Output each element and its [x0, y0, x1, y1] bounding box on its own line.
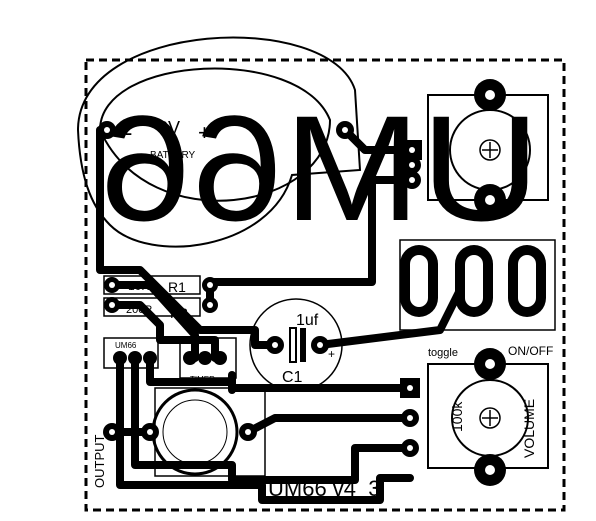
pad-holes	[104, 90, 495, 475]
r3-name: R3	[170, 305, 188, 321]
ic-footprints	[103, 337, 237, 379]
volume-label: VOLUME	[521, 399, 537, 458]
battery-label: BATTERY	[150, 150, 196, 161]
board-footer-label: UM66 v4_3	[268, 476, 381, 501]
volume-value: 100k	[449, 401, 465, 432]
toggle-label: toggle	[428, 347, 458, 359]
r1-value: 10K	[128, 279, 149, 293]
r2-name: R1	[168, 279, 186, 295]
r3-value: 200R	[126, 304, 152, 316]
board-outline	[84, 58, 566, 512]
capacitor-name: C1	[282, 369, 303, 386]
capacitor-footprint	[249, 298, 343, 392]
timer-label: TIMER	[190, 375, 215, 384]
toggle-switch[interactable]	[399, 239, 556, 331]
capacitor-value: 1uf	[296, 312, 319, 329]
output-label: OUTPUT	[92, 435, 107, 489]
mirror-title: UM66	[100, 84, 540, 252]
ic-um66-label: UM66	[115, 341, 137, 350]
battery-plus: +	[198, 120, 211, 145]
battery-markings: - 3V + BATTERY	[125, 118, 211, 161]
battery-minus: -	[125, 120, 132, 145]
toggle-state: ON/OFF	[508, 344, 553, 358]
capacitor-polarity: +	[328, 347, 335, 361]
resistor-labels: 10K R1 200R R3	[126, 279, 188, 321]
battery-voltage: 3V	[158, 118, 180, 138]
